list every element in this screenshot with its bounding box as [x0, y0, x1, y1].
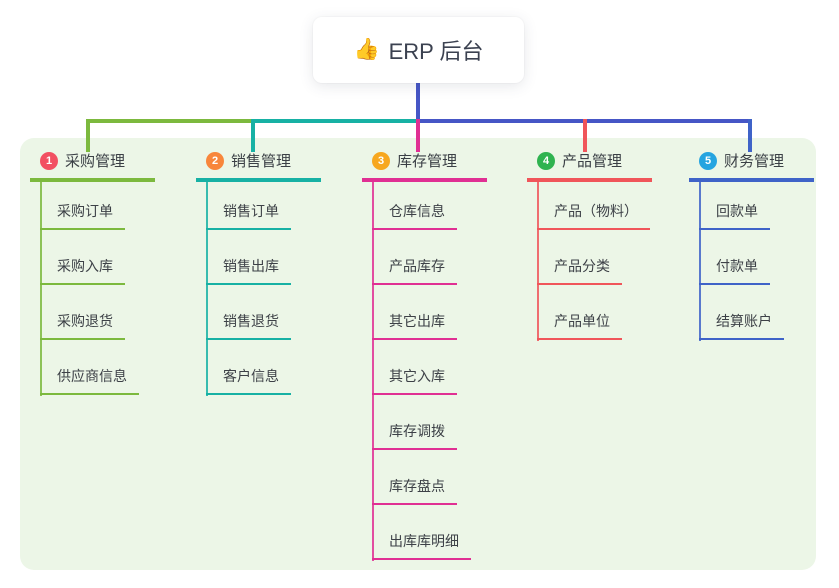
number-2-badge-icon: 2: [206, 151, 224, 170]
connector-drop-sales: [251, 119, 255, 152]
node-warehouse-info[interactable]: 仓库信息: [372, 201, 457, 230]
node-receipt-order[interactable]: 回款单: [699, 201, 770, 230]
branch-purchase: 1 采购管理 采购订单 采购入库 采购退货 供应商信息: [30, 150, 156, 396]
node-product-unit[interactable]: 产品单位: [537, 311, 622, 340]
branch-sales: 2 销售管理 销售订单 销售出库 销售退货 客户信息: [196, 150, 322, 396]
number-5-badge-icon: 5: [699, 151, 717, 170]
node-supplier-info[interactable]: 供应商信息: [40, 366, 139, 395]
branch-title-inventory[interactable]: 3 库存管理: [362, 150, 488, 182]
branch-label: 库存管理: [397, 153, 458, 170]
branch-title-finance[interactable]: 5 财务管理: [689, 150, 815, 182]
connector-rail-teal: [251, 119, 418, 123]
node-purchase-inbound[interactable]: 采购入库: [40, 256, 125, 285]
branch-product: 4 产品管理 产品（物料） 产品分类 产品单位: [527, 150, 653, 341]
node-product-material[interactable]: 产品（物料）: [537, 201, 650, 230]
connector-rail-green: [86, 119, 255, 123]
branch-subline: [40, 178, 42, 396]
workspace-panel: [20, 138, 816, 570]
branch-finance: 5 财务管理 回款单 付款单 结算账户: [689, 150, 815, 341]
branch-label: 产品管理: [562, 153, 623, 170]
node-payment-order[interactable]: 付款单: [699, 256, 770, 285]
node-purchase-order[interactable]: 采购订单: [40, 201, 125, 230]
root-node[interactable]: 👍 ERP 后台: [313, 17, 524, 83]
node-purchase-return[interactable]: 采购退货: [40, 311, 125, 340]
branch-subline: [537, 178, 539, 341]
node-stock-transfer[interactable]: 库存调拨: [372, 421, 457, 450]
node-stock-take[interactable]: 库存盘点: [372, 476, 457, 505]
node-sales-return[interactable]: 销售退货: [206, 311, 291, 340]
connector-drop-inventory: [416, 119, 420, 152]
connector-drop-finance: [748, 119, 752, 152]
branch-inventory: 3 库存管理 仓库信息 产品库存 其它出库 其它入库 库存调拨 库存盘点 出库库…: [362, 150, 488, 561]
node-product-category[interactable]: 产品分类: [537, 256, 622, 285]
connector-drop-purchase: [86, 119, 90, 152]
branch-subline: [372, 178, 374, 561]
node-settlement-account[interactable]: 结算账户: [699, 311, 784, 340]
number-3-badge-icon: 3: [372, 151, 390, 170]
number-4-badge-icon: 4: [537, 151, 555, 170]
connector-root-drop: [416, 83, 420, 123]
node-product-stock[interactable]: 产品库存: [372, 256, 457, 285]
node-outbound-detail[interactable]: 出库库明细: [372, 531, 471, 560]
node-other-inbound[interactable]: 其它入库: [372, 366, 457, 395]
branch-title-product[interactable]: 4 产品管理: [527, 150, 653, 182]
node-other-outbound[interactable]: 其它出库: [372, 311, 457, 340]
branch-label: 财务管理: [724, 153, 785, 170]
node-customer-info[interactable]: 客户信息: [206, 366, 291, 395]
branch-label: 销售管理: [231, 153, 292, 170]
number-1-badge-icon: 1: [40, 151, 58, 170]
branch-label: 采购管理: [65, 153, 126, 170]
node-sales-outbound[interactable]: 销售出库: [206, 256, 291, 285]
branch-title-purchase[interactable]: 1 采购管理: [30, 150, 156, 182]
thumbs-up-icon: 👍: [353, 38, 380, 61]
root-label: ERP 后台: [388, 39, 484, 64]
branch-title-sales[interactable]: 2 销售管理: [196, 150, 322, 182]
branch-subline: [206, 178, 208, 396]
node-sales-order[interactable]: 销售订单: [206, 201, 291, 230]
branch-subline: [699, 178, 701, 341]
connector-drop-product: [583, 119, 587, 152]
